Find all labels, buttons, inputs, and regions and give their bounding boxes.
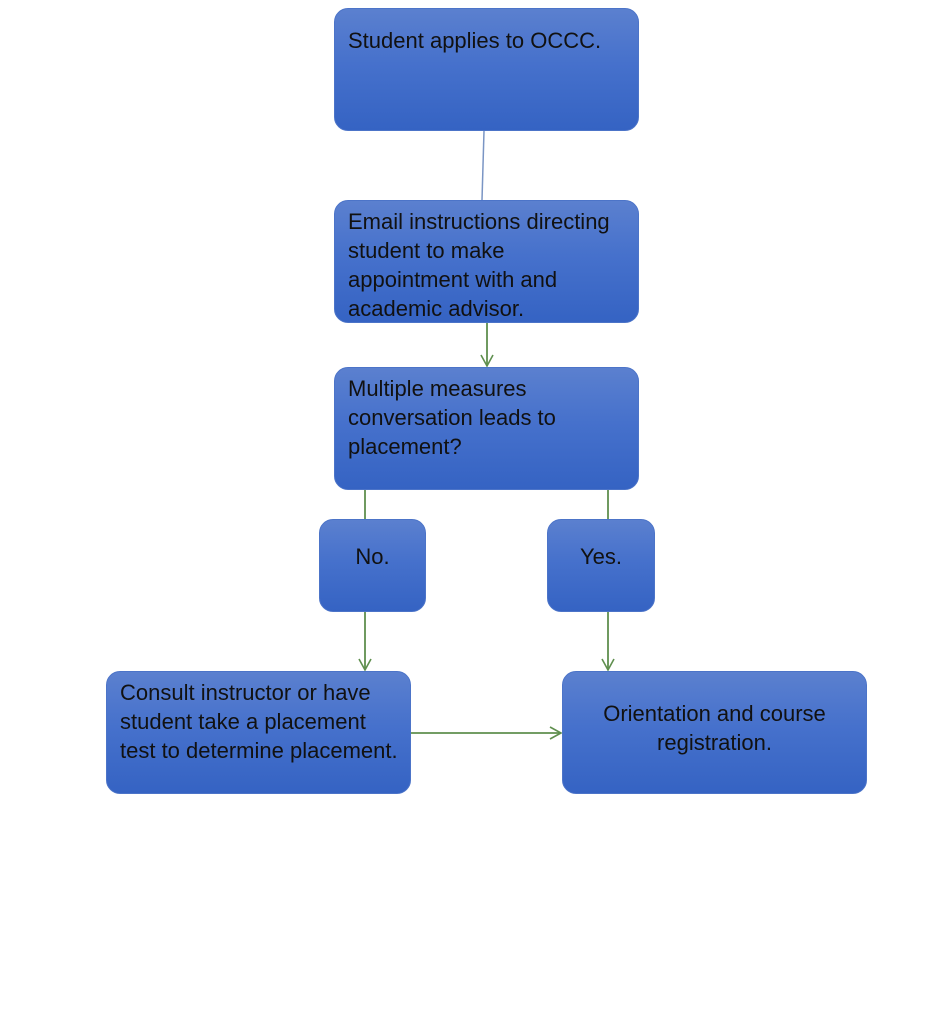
node-consult-instructor: Consult instructor or have student take … [106, 671, 411, 794]
node-orientation-registration: Orientation and course registration. [562, 671, 867, 794]
node-no: No. [319, 519, 426, 612]
node-email-instructions: Email instructions directing student to … [334, 200, 639, 323]
node-multiple-measures-decision: Multiple measures conversation leads to … [334, 367, 639, 490]
node-consult-instructor-label: Consult instructor or have student take … [120, 680, 398, 763]
node-yes-label: Yes. [579, 544, 622, 569]
connector-apply-to-email [481, 130, 485, 201]
node-yes: Yes. [547, 519, 655, 612]
node-orientation-registration-label: Orientation and course registration. [603, 701, 826, 755]
node-no-label: No. [355, 544, 390, 569]
node-email-instructions-label: Email instructions directing student to … [348, 209, 610, 321]
node-student-applies: Student applies to OCCC. [334, 8, 639, 131]
node-student-applies-label: Student applies to OCCC. [348, 28, 602, 53]
node-multiple-measures-label: Multiple measures conversation leads to … [348, 376, 556, 459]
